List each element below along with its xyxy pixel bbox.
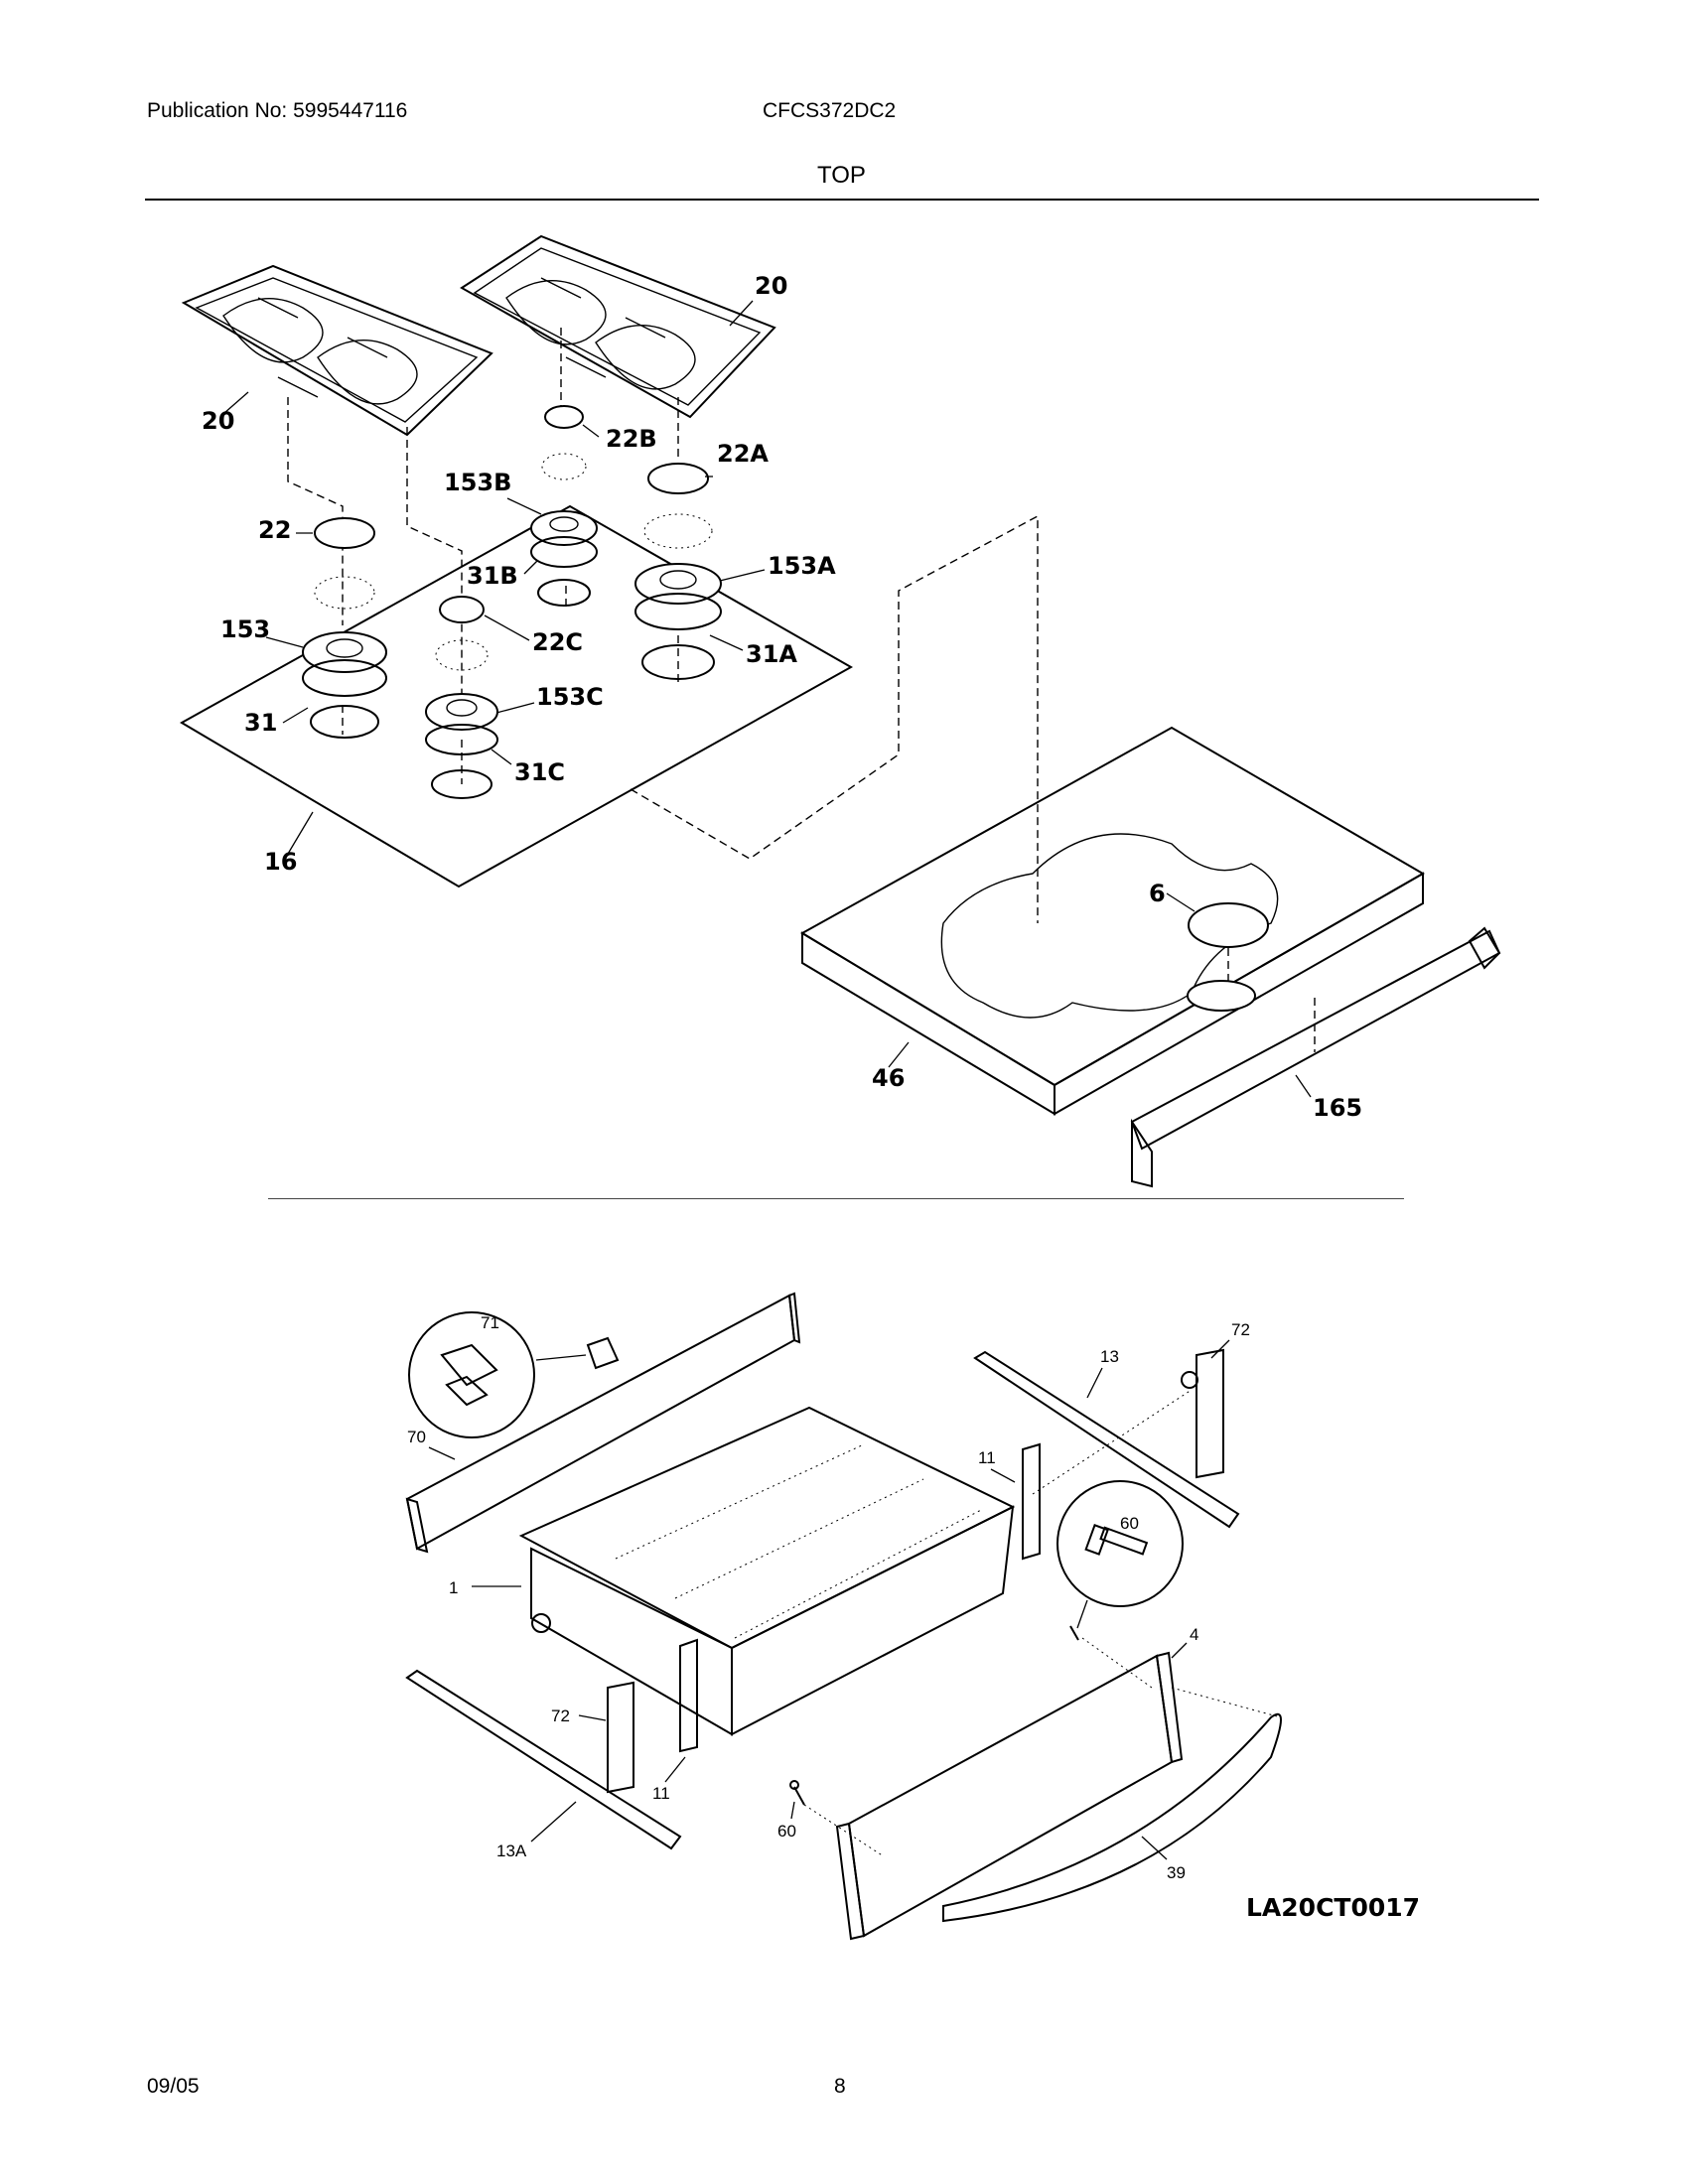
callout-31: 31 [244, 709, 277, 737]
burner-head-153a [634, 563, 722, 680]
callout-13a: 13A [496, 1842, 527, 1860]
callout-153c: 153C [536, 683, 604, 711]
header-rule [145, 199, 1539, 201]
callout-72-left: 72 [551, 1706, 570, 1725]
callout-20-right: 20 [755, 272, 787, 300]
callout-153a: 153A [768, 552, 836, 580]
callout-22c: 22C [532, 628, 583, 656]
diagram-code: LA20CT0017 [1246, 1893, 1420, 1922]
callout-1: 1 [449, 1578, 458, 1597]
burner-box [800, 726, 1425, 1116]
callout-72-right: 72 [1231, 1320, 1250, 1339]
callout-6: 6 [1149, 880, 1166, 907]
section-divider [268, 1198, 1404, 1199]
callout-153b: 153B [444, 469, 511, 496]
grate-left [181, 264, 493, 437]
rail-13 [973, 1350, 1240, 1529]
drawer-rail-left [405, 1292, 801, 1554]
slide-left-11 [679, 1638, 698, 1753]
callout-22: 22 [258, 516, 291, 544]
bracket-72-right [1181, 1348, 1224, 1479]
section-title: TOP [817, 162, 866, 189]
page-number: 8 [834, 2075, 846, 2098]
callout-22b: 22B [606, 425, 657, 453]
burner-cap-22 [314, 517, 375, 549]
callout-4: 4 [1190, 1625, 1198, 1644]
burner-cap-22c [439, 596, 485, 623]
drawer-front [835, 1651, 1184, 1941]
manifold-bracket [1130, 926, 1501, 1188]
grate-right [460, 234, 776, 419]
callout-60-magnifier: 60 [1120, 1514, 1139, 1533]
callout-22a: 22A [717, 440, 769, 468]
callout-31c: 31C [514, 758, 565, 786]
magnifier-60 [1056, 1480, 1184, 1641]
bracket-72-left [607, 1681, 634, 1794]
burner-head-153b [530, 510, 598, 607]
callout-31b: 31B [467, 562, 518, 590]
rail-13a [405, 1669, 682, 1850]
cooktop-panel [179, 504, 854, 888]
callout-31a: 31A [746, 640, 797, 668]
callout-11-left: 11 [652, 1784, 670, 1803]
callout-46: 46 [872, 1064, 905, 1092]
publication-number: Publication No: 5995447116 [147, 99, 408, 122]
callout-16: 16 [264, 848, 297, 876]
burner-head-153 [302, 631, 387, 739]
callout-165: 165 [1313, 1094, 1362, 1122]
callout-20-left: 20 [202, 407, 234, 435]
slide-right-11 [1022, 1442, 1041, 1561]
drawer-body [518, 1406, 1016, 1736]
callout-60-screw: 60 [777, 1822, 796, 1841]
callout-71: 71 [481, 1313, 499, 1332]
callout-70: 70 [407, 1428, 426, 1446]
magnifier-71 [408, 1311, 620, 1438]
model-number: CFCS372DC2 [763, 99, 897, 122]
callout-11-right: 11 [978, 1448, 996, 1467]
callout-39: 39 [1167, 1863, 1186, 1882]
burner-head-153c [425, 693, 498, 799]
burner-cap-22b [544, 405, 584, 429]
burner-cap-22a [647, 463, 709, 494]
drawer-handle [942, 1712, 1282, 1923]
footer-date: 09/05 [147, 2075, 200, 2098]
callout-153: 153 [220, 615, 270, 643]
callout-13: 13 [1100, 1347, 1119, 1366]
